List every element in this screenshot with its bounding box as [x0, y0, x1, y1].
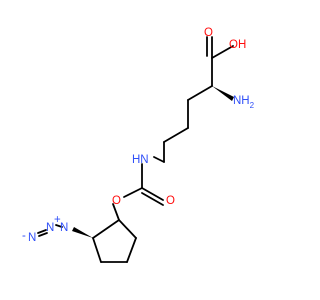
azide-n3-label: N	[28, 232, 36, 244]
bond-azide-n2-n3-a	[37, 229, 47, 234]
bond-c4-c5	[163, 127, 189, 143]
bond-cco-o-double-b	[141, 192, 164, 206]
oh-label: OH	[229, 39, 246, 51]
molecule-structure: OH O NH2 HN O O N N + N -	[22, 27, 255, 263]
bond-ring-4-5	[92, 237, 102, 263]
bond-cco-o-double-a	[141, 187, 164, 201]
bond-ring-1-2	[118, 219, 137, 239]
carbamate-carbonyl-oxygen-label: O	[166, 195, 175, 207]
carbamate-nh-label: HN	[132, 154, 149, 166]
ester-oxygen-label: O	[112, 195, 121, 207]
bond-cco-o-ester	[123, 187, 143, 198]
bond-azide-n2-n3-b	[38, 232, 48, 237]
bond-azide-n1-n2	[55, 224, 63, 228]
azide-n1-label: N	[60, 222, 68, 234]
bond-c1-oh	[211, 45, 234, 59]
amine-label: NH2	[233, 95, 255, 110]
wedge-bond-ring-azide	[72, 227, 93, 238]
bond-o-cp1	[112, 203, 120, 221]
azide-minus-charge: -	[22, 230, 26, 242]
azide-plus-charge: +	[54, 214, 61, 226]
bond-c6-nh	[153, 156, 165, 163]
carbonyl-oxygen-label: O	[204, 27, 213, 39]
bond-ring-5-1	[92, 219, 120, 239]
azide-n2-label: N	[46, 222, 54, 234]
bond-ring-2-3	[126, 237, 137, 263]
wedge-bond-c2-n	[212, 86, 234, 101]
molecule-canvas: OH O NH2 HN O O N N + N -	[22, 27, 255, 263]
bond-c2-c3	[187, 85, 213, 101]
